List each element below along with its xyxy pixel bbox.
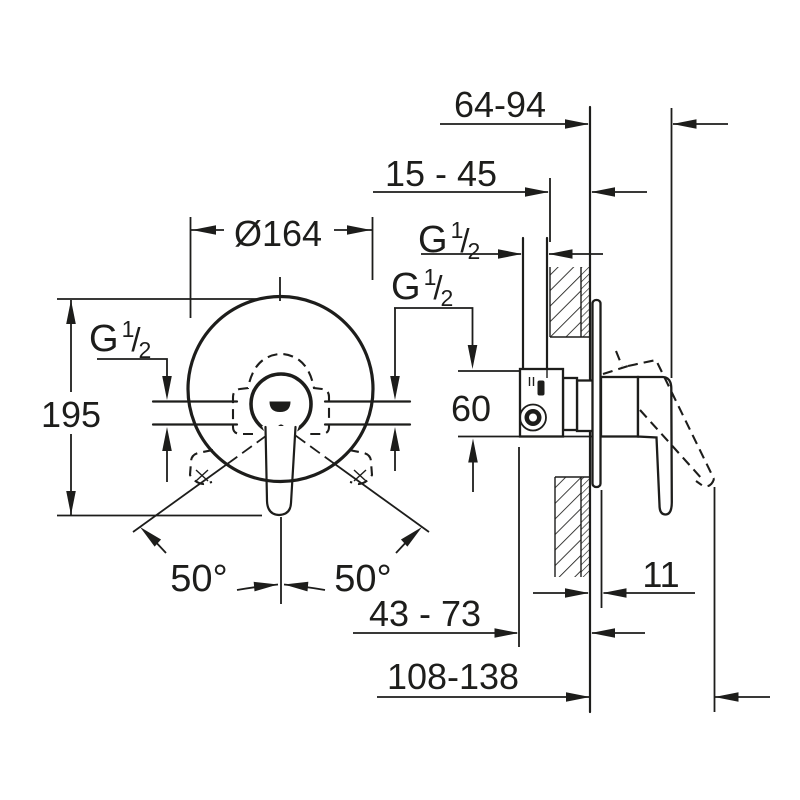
mixer-body-side: [518, 298, 673, 516]
arrowhead: [565, 588, 589, 598]
right-ray-arrow-tail: [395, 537, 411, 554]
arrowhead: [162, 376, 172, 400]
dim-lever-projection-108-138: 108-138: [377, 656, 770, 702]
alternate-lever-positions: [188, 352, 374, 486]
height-label: 195: [41, 394, 101, 435]
dim-plate-thickness-11: 11: [533, 554, 695, 598]
wall-hatch-lower: [555, 477, 581, 577]
right-ray: [331, 461, 430, 533]
raised-lever-dashed: [602, 350, 715, 488]
dashed-lever-tip-right: [348, 448, 374, 486]
dashed-lever-tip: [695, 478, 715, 488]
body-step: [561, 376, 579, 432]
left-ray-arrow-tail: [151, 537, 167, 554]
x-mark: [195, 469, 209, 482]
arrowhead: [494, 628, 519, 638]
arrowhead: [565, 119, 589, 129]
wall-finish-upper: [581, 267, 590, 337]
dim-port-offset-60: 60: [451, 370, 593, 492]
escutcheon-plate-side: [591, 298, 602, 489]
angle-label-right: 50°: [334, 558, 391, 600]
arrowhead: [602, 588, 627, 598]
port-offset-label: 60: [451, 388, 491, 429]
body-neck: [575, 379, 595, 433]
arrowhead: [714, 692, 739, 702]
escutcheon-plate-circle: [186, 294, 375, 484]
dashed-lever-tip-left: [188, 448, 214, 486]
arrowhead: [390, 376, 400, 400]
leader-bracket: [394, 307, 474, 346]
dim-outlet-43-73: 43 - 73: [353, 593, 645, 638]
dim-height-195: 195: [34, 298, 262, 517]
arrowhead: [66, 300, 76, 324]
port-band: [151, 400, 412, 426]
stop-screw: [537, 380, 545, 396]
arrowhead: [467, 345, 478, 369]
dim-projection-64-94: 64-94: [440, 84, 728, 129]
outlet-distance-label: 43 - 73: [369, 593, 481, 634]
arrowhead: [162, 427, 172, 451]
dim-depth-15-45: 15 - 45: [373, 153, 647, 197]
arrowhead: [192, 225, 216, 235]
arrowhead: [548, 249, 573, 259]
wall-hatch-upper: [550, 267, 581, 337]
arrowhead: [347, 225, 371, 235]
arrowhead: [525, 187, 549, 197]
dashed-lever-outer: [627, 358, 715, 480]
x-mark: [353, 469, 367, 482]
angle-label-left: 50°: [170, 558, 227, 600]
projection-label: 64-94: [454, 84, 546, 125]
dashed-collar-top: [615, 350, 623, 367]
leader-bracket: [97, 358, 168, 378]
arrowhead: [390, 427, 400, 451]
arrowhead: [591, 628, 615, 638]
left-ray: [132, 461, 231, 533]
arrowhead: [566, 692, 590, 702]
ring-eraser: [262, 426, 299, 440]
arrowhead: [672, 119, 697, 129]
handle-hub: [599, 375, 640, 438]
dashed-knob-surround: [231, 352, 331, 436]
arrowhead: [468, 438, 478, 463]
label-bg: [224, 209, 334, 250]
arrowhead: [498, 249, 522, 259]
inlet-port-center: [529, 413, 537, 422]
lever-handle-side: [636, 375, 673, 516]
lever-handle-front: [249, 372, 313, 517]
lever-projection-label: 108-138: [387, 656, 519, 697]
wall-finish-lower: [581, 477, 590, 577]
arrowhead: [591, 187, 615, 197]
dashed-collar: [602, 364, 629, 376]
lever-stem: [264, 425, 297, 517]
label-bg: [34, 392, 108, 434]
arrowhead: [66, 491, 76, 515]
dim-diameter-164: Ø164: [189, 209, 374, 318]
depth-label: 15 - 45: [385, 153, 497, 194]
inlet-port-outer: [519, 403, 547, 432]
diameter-label: Ø164: [234, 213, 322, 254]
plate-thickness-label: 11: [642, 554, 679, 595]
knob-logo-mark: [269, 401, 291, 412]
